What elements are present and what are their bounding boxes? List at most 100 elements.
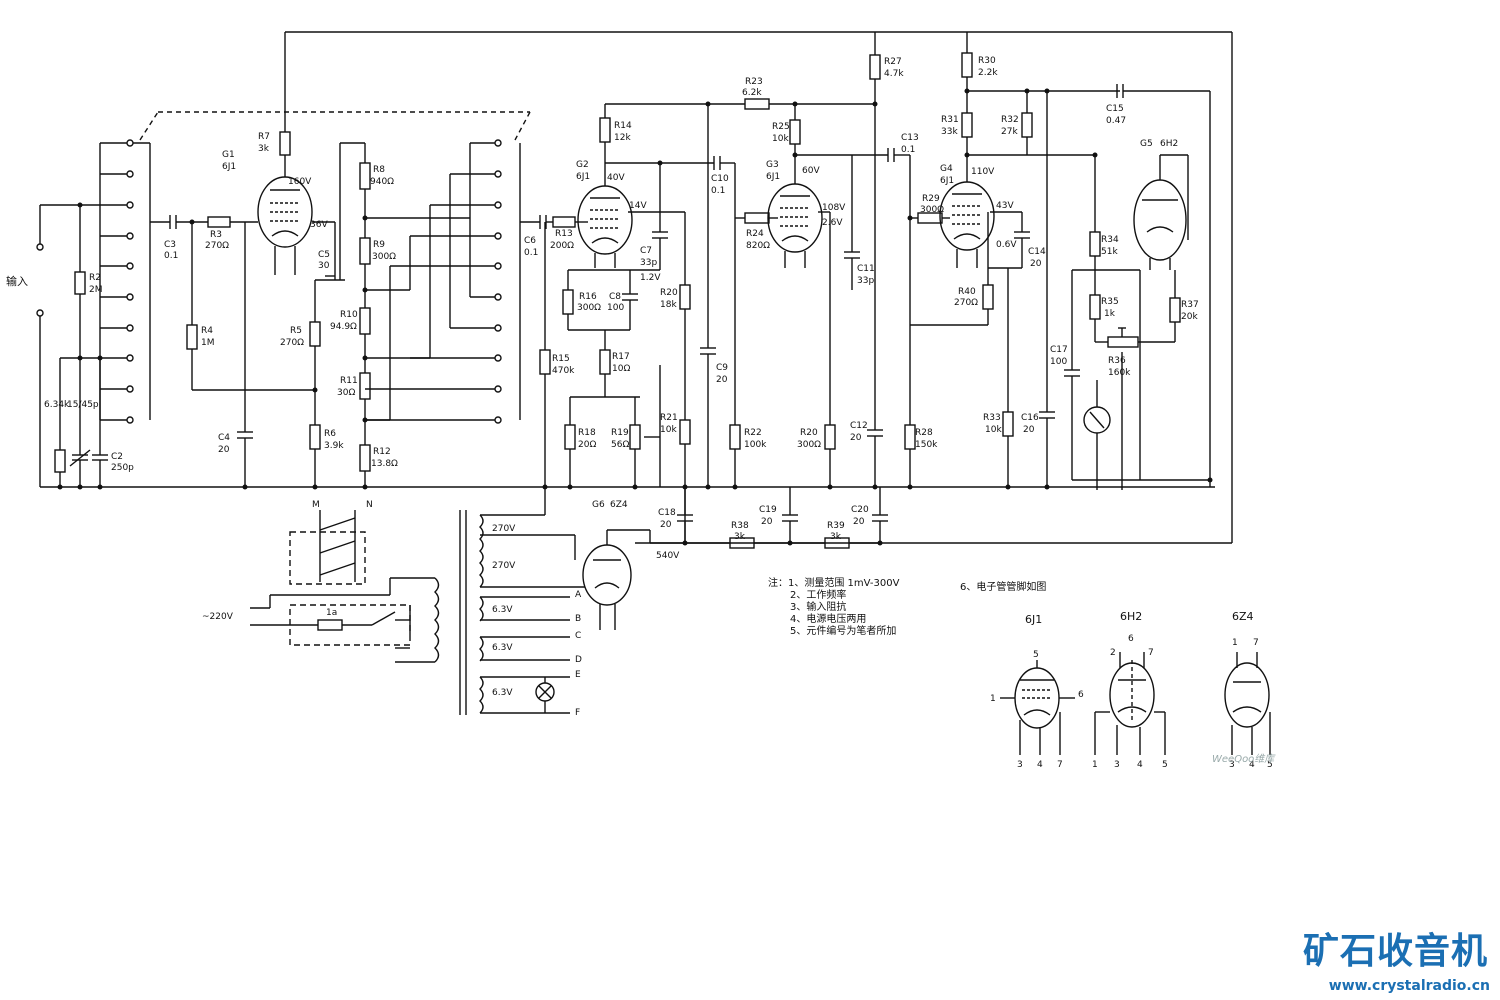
r17-ref: R17 (612, 352, 630, 362)
r31-ref: R31 (941, 115, 959, 125)
pin-6h2-b2: 3 (1114, 760, 1120, 770)
r21-ref: R21 (660, 413, 678, 423)
pin-6j1-b3: 7 (1057, 760, 1063, 770)
voltage-g2-cathode: 1.2V (640, 273, 661, 283)
pinout-6J1 (1000, 660, 1075, 755)
r37-value: 20k (1181, 312, 1198, 322)
tube-g6-type: 6Z4 (610, 500, 628, 510)
r22-ref: R22 (744, 428, 762, 438)
pin-6j1-top: 5 (1033, 650, 1039, 660)
r24-ref: R24 (746, 229, 764, 239)
pinout-title: 6、电子管管脚如图 (960, 582, 1047, 593)
c16-value: 20 (1023, 425, 1035, 435)
pin-6j1-b2: 4 (1037, 760, 1043, 770)
pin-6j1-left: 1 (990, 694, 996, 704)
c5-value: 30 (318, 261, 330, 271)
c17-ref: C17 (1050, 345, 1068, 355)
r8-value: 940Ω (370, 177, 395, 187)
r25-value: 10k (772, 134, 789, 144)
c14-ref: C14 (1028, 247, 1046, 257)
r29-value: 300Ω (920, 205, 945, 215)
watermark: WeeQoo维库 (1212, 754, 1275, 765)
site-logo: 矿石收音机 (1302, 931, 1488, 972)
tap-f: F (575, 708, 581, 718)
r20b-value: 300Ω (797, 440, 822, 450)
tap-e: E (575, 670, 581, 680)
r29-ref: R29 (922, 194, 940, 204)
pin-6j1-right: 6 (1078, 690, 1084, 700)
winding-heater-2: 6.3V (492, 643, 513, 653)
pin-6z4-b1: 3 (1229, 760, 1235, 770)
r9-value: 300Ω (372, 252, 397, 262)
note-2: 2、工作频率 (790, 590, 847, 601)
r40-ref: R40 (958, 287, 976, 297)
r20b-ref: R20 (800, 428, 818, 438)
r39-value: 3k (830, 532, 841, 542)
r39-ref: R39 (827, 521, 845, 531)
c3-ref: C3 (164, 240, 177, 250)
r1-value: 6.34k (44, 400, 70, 410)
r4-value: 1M (201, 338, 215, 348)
r2-value: 2M (89, 285, 103, 295)
r40-value: 270Ω (954, 298, 979, 308)
r14-ref: R14 (614, 121, 632, 131)
tap-b: B (575, 614, 582, 624)
attenuator-switch-1 (99, 139, 170, 424)
r3-ref: R3 (210, 230, 222, 240)
note-5: 5、元件编号为笔者所加 (790, 626, 897, 637)
tube-g5-type: 6H2 (1160, 139, 1179, 149)
c7-value: 33p (640, 258, 658, 268)
stage-3 (744, 32, 918, 487)
r12-ref: R12 (373, 447, 391, 457)
r10-value: 94.9Ω (330, 322, 357, 332)
c10-value: 0.1 (711, 186, 726, 196)
input-section (36, 204, 108, 487)
r24-value: 820Ω (746, 241, 771, 251)
voltage-g4-screen: 43V (996, 201, 1014, 211)
pin-6z4-tr: 7 (1253, 638, 1259, 648)
c6-value: 0.1 (524, 248, 539, 258)
r3-value: 270Ω (205, 241, 230, 251)
tube-g2-type: 6J1 (576, 172, 591, 182)
tap-a: A (575, 590, 582, 600)
pin-6j1-b1: 3 (1017, 760, 1023, 770)
note-4: 4、电源电压两用 (790, 614, 867, 625)
r15-ref: R15 (552, 354, 570, 364)
r17-value: 10Ω (612, 364, 631, 374)
r16-ref: R16 (579, 292, 597, 302)
voltage-g3-plate: 60V (802, 166, 820, 176)
r6-value: 3.9k (324, 441, 344, 451)
r8-ref: R8 (373, 165, 385, 175)
c5-ref: C5 (318, 250, 331, 260)
pin-6h2-b4: 5 (1162, 760, 1168, 770)
r22-value: 100k (744, 440, 767, 450)
c3-value: 0.1 (164, 251, 179, 261)
r14-value: 12k (614, 133, 631, 143)
r28-ref: R28 (915, 428, 933, 438)
c18-ref: C18 (658, 508, 676, 518)
pinout-6j1-type: 6J1 (1025, 613, 1043, 626)
voltage-hv: 540V (656, 551, 680, 561)
voltage-g2-plate: 40V (607, 173, 625, 183)
r20-value: 18k (660, 300, 677, 310)
r32-value: 27k (1001, 127, 1018, 137)
r4-ref: R4 (201, 326, 213, 336)
r27-ref: R27 (884, 57, 902, 67)
r28-value: 150k (915, 440, 938, 450)
r13-value: 200Ω (550, 241, 575, 251)
c18-value: 20 (660, 520, 672, 530)
voltage-g2-screen: 14V (629, 201, 647, 211)
pin-6h2-b1: 1 (1092, 760, 1098, 770)
c4-value: 20 (218, 445, 230, 455)
mains-switch (250, 510, 440, 663)
r6-ref: R6 (324, 429, 336, 439)
voltage-g3-screen: 108V (822, 203, 846, 213)
pinout-6z4-type: 6Z4 (1232, 610, 1254, 623)
r11-value: 30Ω (337, 388, 356, 398)
r30-ref: R30 (978, 56, 996, 66)
r34-value: 51k (1101, 247, 1118, 257)
winding-heater-1: 6.3V (492, 605, 513, 615)
r7-value: 3k (258, 144, 269, 154)
voltage-g4-plate: 110V (971, 167, 995, 177)
c15-ref: C15 (1106, 104, 1124, 114)
